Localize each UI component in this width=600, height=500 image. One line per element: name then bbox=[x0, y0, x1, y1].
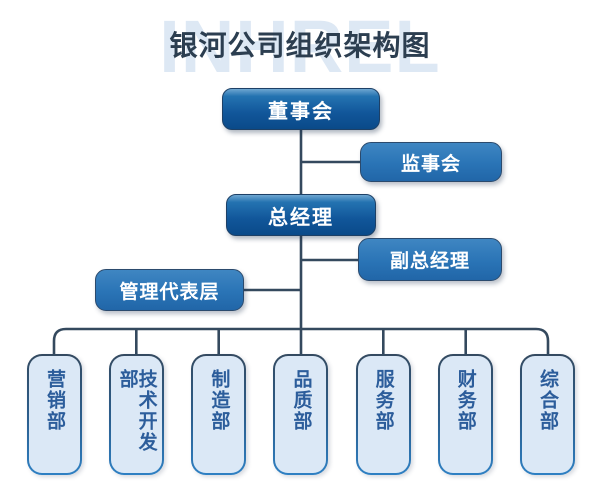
node-general-manager: 总经理 bbox=[226, 194, 376, 236]
node-board: 董事会 bbox=[222, 88, 380, 130]
department-label: 财务部 bbox=[454, 369, 476, 432]
department-box-inner: 技术开发部 bbox=[111, 356, 163, 473]
department-box-inner: 财务部 bbox=[439, 356, 491, 473]
department-box: 服务部 bbox=[355, 354, 411, 475]
department-label: 品质部 bbox=[290, 369, 312, 432]
department-box-inner: 品质部 bbox=[275, 356, 327, 473]
node-deputy-general-manager-label: 副总经理 bbox=[389, 251, 470, 272]
node-deputy-general-manager: 副总经理 bbox=[358, 238, 502, 281]
department-label: 服务部 bbox=[372, 369, 394, 432]
node-management-representative: 管理代表层 bbox=[95, 269, 244, 311]
department-box: 营销部 bbox=[27, 354, 82, 475]
department-label: 技术开发部 bbox=[116, 369, 157, 453]
department-box: 财务部 bbox=[437, 354, 493, 475]
department-box: 技术开发部 bbox=[109, 354, 165, 475]
department-label: 综合部 bbox=[536, 369, 558, 432]
node-board-label: 董事会 bbox=[268, 100, 334, 123]
department-label: 制造部 bbox=[208, 369, 230, 432]
watermark-text: INHREL bbox=[159, 5, 441, 88]
departments-row: 营销部 技术开发部 制造部 品质部 服务部 财务部 综合部 bbox=[27, 354, 575, 475]
node-management-representative-label: 管理代表层 bbox=[119, 281, 220, 303]
department-box: 综合部 bbox=[519, 354, 575, 475]
node-supervisors: 监事会 bbox=[360, 142, 502, 182]
department-box: 品质部 bbox=[273, 354, 329, 475]
node-supervisors-label: 监事会 bbox=[400, 153, 461, 175]
page-title: 银河公司组织架构图 bbox=[169, 30, 431, 61]
node-general-manager-label: 总经理 bbox=[268, 206, 334, 229]
department-box-inner: 服务部 bbox=[357, 356, 409, 473]
department-box-inner: 营销部 bbox=[29, 356, 80, 473]
department-label: 营销部 bbox=[44, 369, 65, 432]
department-box: 制造部 bbox=[191, 354, 247, 475]
department-box-inner: 综合部 bbox=[521, 356, 573, 473]
department-box-inner: 制造部 bbox=[193, 356, 245, 473]
